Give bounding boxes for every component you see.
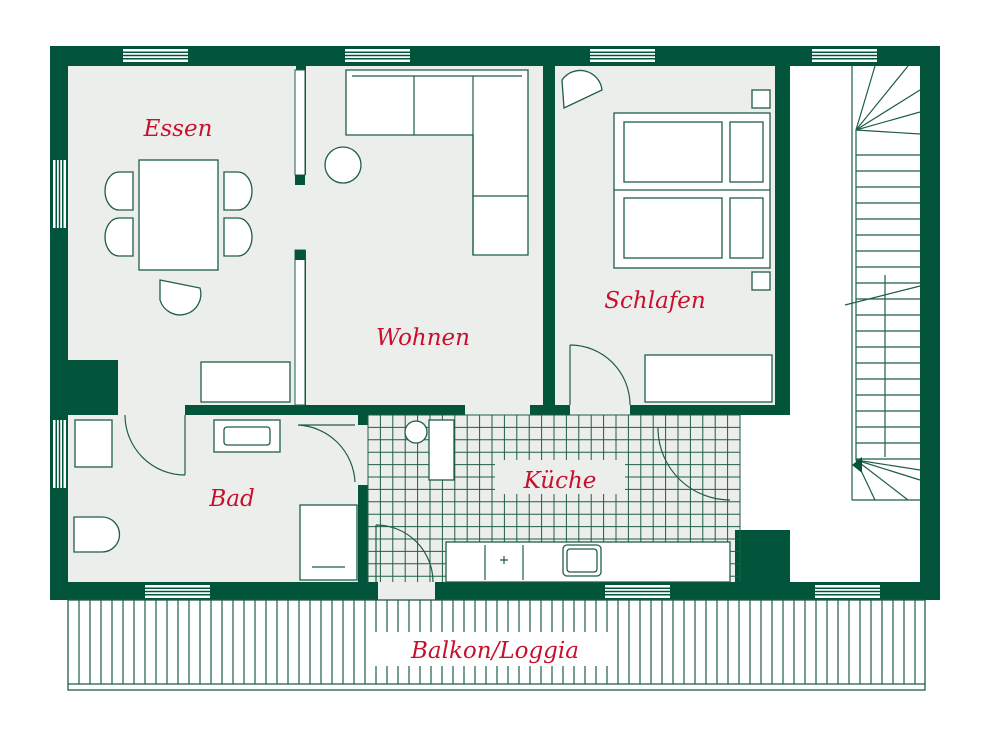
stair-step [855,89,921,131]
stair-step [855,65,876,131]
washing-machine [74,419,113,468]
windows [53,49,880,598]
room-label-bad: Bad [208,486,254,512]
round-table [324,146,362,184]
stair-step [855,459,921,481]
room-label-wohnen: Wohnen [376,325,470,351]
stair-step [855,111,921,131]
shower [299,504,358,581]
stair-step [855,459,921,471]
furniture [73,69,773,583]
sideboard [200,361,291,403]
dining-table [138,159,219,271]
staircase-direction-arrow-icon [852,457,862,473]
stair-step [855,65,909,131]
toilet [73,516,121,553]
stair-step [855,129,921,135]
room-label-balkon: Balkon/Loggia [410,638,579,664]
staircase [844,65,921,501]
room-label-schlafen: Schlafen [604,288,705,314]
room-label-essen: Essen [143,116,213,142]
dresser [644,354,773,403]
stairwell-floor [790,66,920,582]
doors [124,344,731,583]
stair-step [855,459,909,501]
room-label-kueche: Küche [523,468,597,494]
